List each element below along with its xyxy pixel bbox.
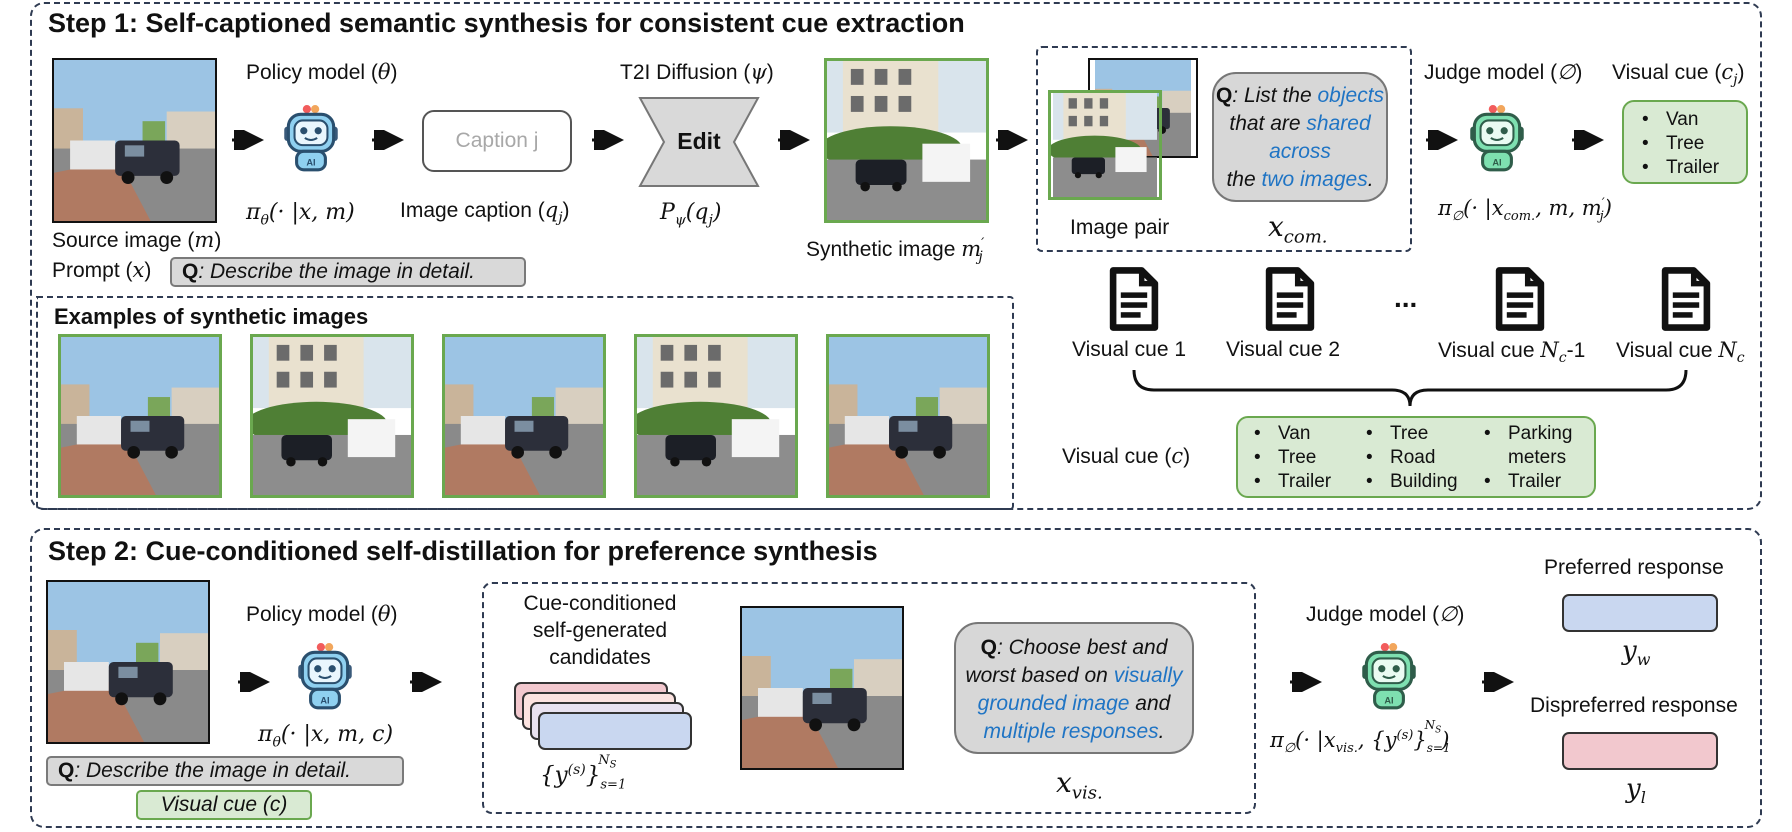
x-com-label: xcom. <box>1268 210 1328 248</box>
cue-item: Tree <box>1254 446 1366 470</box>
candidates-label: Cue-conditioned self-generated candidate… <box>523 592 677 669</box>
visual-cue-2-label: Visual cue 2 <box>1226 338 1341 361</box>
visual-cue-nc-1-label: Visual cue Nc-1 <box>1438 338 1586 367</box>
dispreferred-label: Dispreferred response <box>1530 694 1738 717</box>
cue-item: Trailer <box>1484 470 1594 494</box>
source-image <box>52 58 217 223</box>
t2i-label: T2I Diffusion (ψ) <box>620 60 774 84</box>
image-pair-label: Image pair <box>1070 216 1170 239</box>
robot-icon <box>1358 642 1420 714</box>
arrow-right-icon <box>1290 672 1322 692</box>
preferred-var: yw <box>1622 636 1651 670</box>
brace-icon <box>1132 369 1688 407</box>
step2-policy-formula: πθ(· |x, m, c) <box>258 722 394 751</box>
policy-formula: πθ(· |x, m) <box>246 200 355 229</box>
step2-visual-cue-pill: Visual cue (c) <box>136 790 312 820</box>
arrow-right-icon <box>410 672 442 692</box>
step2-judge-formula: π∅(· |xvis., {y(s)}s=1NS) <box>1270 718 1451 757</box>
cue-item: Trailer <box>1642 156 1746 180</box>
examples-title: Examples of synthetic images <box>54 304 369 329</box>
step2-question-box: Q: Choose best and worst based on visual… <box>954 622 1194 754</box>
prompt-question-pill: Q: Describe the image in detail. <box>170 257 526 287</box>
arrow-right-icon <box>592 130 624 150</box>
example-image-2 <box>250 334 414 498</box>
cue-item: Van <box>1642 108 1746 132</box>
candidates-panel <box>482 582 1256 814</box>
arrow-right-icon <box>1426 130 1458 150</box>
synthetic-image-label: Synthetic image m′j <box>806 236 985 266</box>
cue-item: Tree <box>1642 132 1746 156</box>
arrow-right-icon <box>778 130 810 150</box>
examples-panel <box>36 296 1014 510</box>
document-icon <box>1492 266 1548 332</box>
judge-model-label: Judge model (∅) <box>1424 60 1583 84</box>
synthetic-image <box>824 58 989 223</box>
step2-judge-label: Judge model (∅) <box>1306 602 1465 626</box>
example-image-4 <box>634 334 798 498</box>
example-image-1 <box>58 334 222 498</box>
prompt-label: Prompt (x) <box>52 258 152 282</box>
step2-policy-label: Policy model (θ) <box>246 602 398 626</box>
caption-label: Image caption (qj) <box>400 198 570 227</box>
dispreferred-var: yl <box>1626 774 1646 808</box>
example-image-5 <box>826 334 990 498</box>
robot-icon <box>294 642 356 714</box>
arrow-right-icon <box>238 672 270 692</box>
candidate-card <box>538 712 692 750</box>
pair-question-box: Q: List the objects that are shared acro… <box>1212 72 1388 202</box>
step2-title: Step 2: Cue-conditioned self-distillatio… <box>48 536 878 566</box>
arrow-right-icon <box>232 130 264 150</box>
dispreferred-response-box <box>1562 732 1718 770</box>
step2-panel <box>30 528 1762 828</box>
document-icon <box>1262 266 1318 332</box>
x-vis-label: xvis. <box>1056 766 1103 804</box>
example-image-3 <box>442 334 606 498</box>
visual-cue-nc-label: Visual cue Nc <box>1616 338 1745 367</box>
cue-item: Building <box>1366 470 1484 494</box>
judge-formula: π∅(· |xcom., m, m′j) <box>1438 196 1612 225</box>
preferred-label: Preferred response <box>1544 556 1724 579</box>
arrow-right-icon <box>996 130 1028 150</box>
visual-cue-j-box: Van Tree Trailer <box>1622 100 1748 184</box>
policy-model-label: Policy model (θ) <box>246 60 398 84</box>
source-image-label: Source image (m) <box>52 228 222 252</box>
diffusion-edit-shape <box>638 97 760 187</box>
candidates-formula: {y(s)}s=1NS <box>540 753 627 793</box>
preferred-response-box <box>1562 594 1718 632</box>
cue-item: Trailer <box>1254 470 1366 494</box>
t2i-formula: Pψ(qj) <box>660 200 722 229</box>
image-pair-front <box>1048 90 1162 200</box>
caption-box: Caption j <box>422 110 572 172</box>
robot-icon <box>1466 104 1528 176</box>
arrow-right-icon <box>1482 672 1514 692</box>
cue-item: Tree <box>1366 422 1484 446</box>
arrow-right-icon <box>1572 130 1604 150</box>
arrow-right-icon <box>372 130 404 150</box>
ellipsis: ... <box>1394 282 1418 313</box>
step2-question-pill: Q: Describe the image in detail. <box>46 756 404 786</box>
cue-item: Van <box>1254 422 1366 446</box>
visual-cue-1-label: Visual cue 1 <box>1072 338 1187 361</box>
edit-label: Edit <box>677 128 721 154</box>
step1-title: Step 1: Self-captioned semantic synthesi… <box>48 8 965 38</box>
document-icon <box>1106 266 1162 332</box>
cue-item: Road <box>1366 446 1484 470</box>
robot-icon <box>280 104 342 176</box>
step2-source-image <box>46 580 210 744</box>
visual-cue-c-label: Visual cue (c) <box>1062 444 1191 468</box>
step2-grounded-image <box>740 606 904 770</box>
visual-cue-j-label: Visual cue (cj) <box>1612 60 1745 89</box>
visual-cue-c-box: Van Tree Trailer Tree Road Building Park… <box>1236 416 1596 498</box>
cue-item: Parking <box>1484 422 1594 446</box>
image-pair-panel <box>1036 46 1412 252</box>
cue-item: meters <box>1508 447 1567 468</box>
document-icon <box>1658 266 1714 332</box>
